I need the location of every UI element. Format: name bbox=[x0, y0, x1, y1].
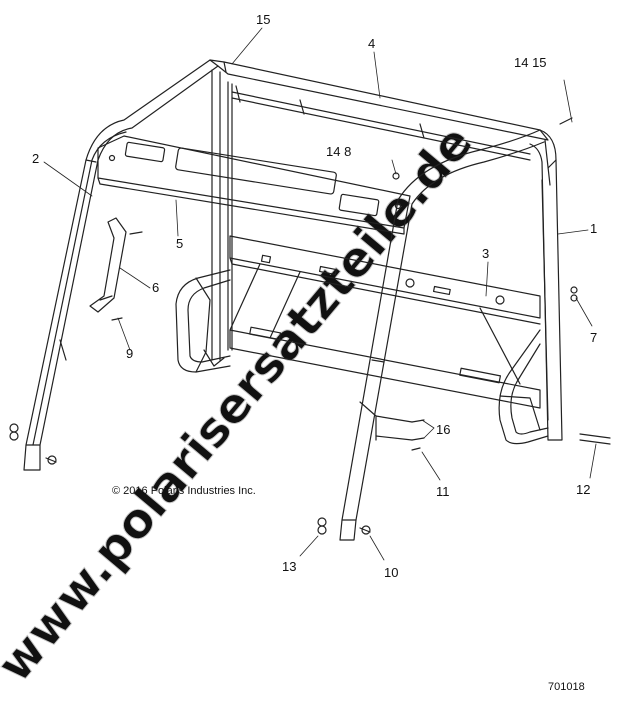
callout-5: 5 bbox=[176, 236, 183, 251]
callout-15: 15 bbox=[256, 12, 270, 27]
leader-lines bbox=[43, 27, 597, 561]
callout-13: 13 bbox=[282, 559, 296, 574]
callout-14-15: 14 15 bbox=[514, 55, 547, 70]
callout-9: 9 bbox=[126, 346, 133, 361]
callout-2: 2 bbox=[32, 151, 39, 166]
callout-4: 4 bbox=[368, 36, 375, 51]
callout-12: 12 bbox=[576, 482, 590, 497]
right-leg-part-1 bbox=[529, 129, 563, 441]
callout-16: 16 bbox=[436, 422, 450, 437]
copyright-text: © 2016 Polaris Industries Inc. bbox=[112, 485, 256, 497]
rear-post bbox=[211, 69, 233, 361]
right-loop bbox=[498, 329, 549, 445]
cross-member-part-3 bbox=[229, 235, 541, 409]
callouts: 15 4 14 15 2 14 8 5 1 3 6 7 9 16 11 12 1… bbox=[32, 12, 597, 693]
callout-3: 3 bbox=[482, 246, 489, 261]
callout-10: 10 bbox=[384, 565, 398, 580]
cross-panel-part-5 bbox=[97, 135, 411, 235]
callout-6: 6 bbox=[152, 280, 159, 295]
hardware bbox=[9, 117, 611, 535]
callout-1: 1 bbox=[590, 221, 597, 236]
left-loop bbox=[175, 269, 231, 373]
grab-handle-part-6 bbox=[89, 217, 127, 313]
callout-14-8: 14 8 bbox=[326, 144, 351, 159]
reference-number: 701018 bbox=[548, 681, 585, 693]
callout-7: 7 bbox=[590, 330, 597, 345]
rear-hoop-part-2 bbox=[23, 59, 219, 471]
frame-lines bbox=[9, 27, 611, 561]
front-hoop bbox=[339, 129, 545, 541]
callout-11: 11 bbox=[436, 484, 450, 499]
